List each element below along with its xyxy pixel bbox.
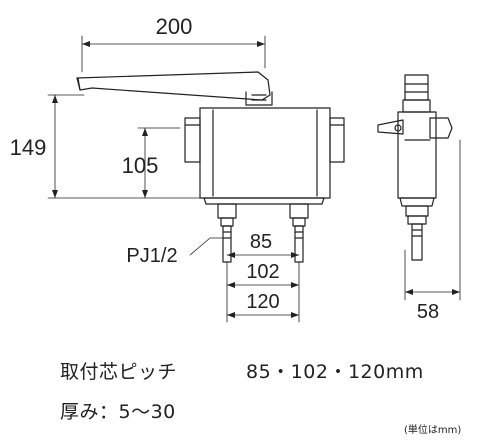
left-supply-leg bbox=[217, 203, 237, 219]
thread-label: PJ1/2 bbox=[126, 245, 177, 267]
base-plate bbox=[203, 197, 325, 205]
side-view bbox=[377, 74, 453, 261]
dimension-lines bbox=[47, 35, 461, 323]
spout bbox=[76, 71, 271, 101]
faucet-body bbox=[199, 107, 331, 199]
spec-pitch-values: 85・102・120mm bbox=[246, 361, 424, 383]
spec-thickness: 厚み：5〜30 bbox=[60, 401, 176, 423]
dim-side-depth: 58 bbox=[417, 301, 439, 323]
spout-joint bbox=[245, 91, 273, 106]
side-knob bbox=[429, 117, 453, 139]
unit-note: (単位はmm) bbox=[404, 425, 462, 436]
dim-spout-length: 200 bbox=[156, 14, 193, 39]
dim-pitch-mid: 102 bbox=[246, 261, 279, 283]
front-view bbox=[76, 71, 345, 263]
side-lever bbox=[377, 119, 404, 135]
side-top-cap bbox=[404, 74, 429, 101]
side-body bbox=[397, 111, 437, 199]
left-handle bbox=[184, 117, 201, 163]
side-leg bbox=[405, 205, 429, 217]
arrowheads bbox=[52, 41, 460, 318]
dim-pitch-max: 120 bbox=[246, 291, 279, 313]
right-handle bbox=[329, 117, 345, 163]
right-supply-leg bbox=[289, 203, 309, 219]
dim-total-height: 149 bbox=[10, 135, 47, 160]
spec-pitch-label: 取付芯ピッチ bbox=[60, 361, 178, 383]
dim-pitch-min: 85 bbox=[250, 231, 272, 253]
dim-body-height: 105 bbox=[122, 153, 159, 178]
